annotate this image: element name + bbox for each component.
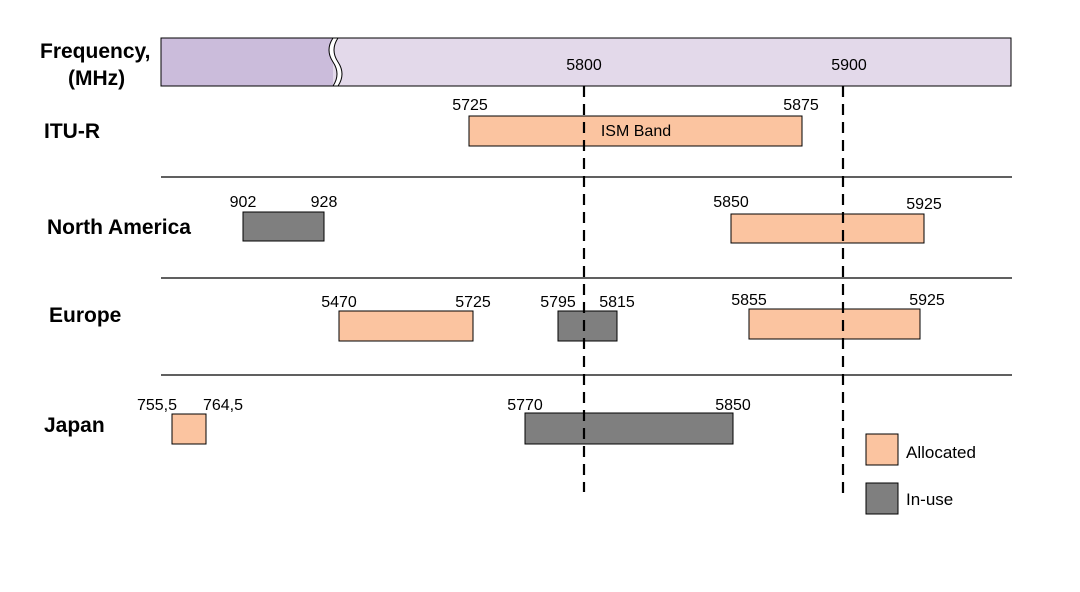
band-jp-mid-start: 5770 <box>507 397 543 414</box>
legend-swatch-in-use <box>865 482 899 515</box>
band-eu-mid <box>557 310 618 342</box>
band-jp-low-end: 764,5 <box>203 397 243 414</box>
band-eu-high-start: 5855 <box>731 292 767 309</box>
axis-label-line1: Frequency, <box>40 40 150 63</box>
band-na-high <box>730 213 925 244</box>
legend-label-in-use: In-use <box>906 490 953 509</box>
band-itu-ism-label: ISM Band <box>601 123 671 140</box>
band-eu-mid-start: 5795 <box>540 294 576 311</box>
axis-bar-dark <box>161 38 333 86</box>
band-jp-low <box>171 413 207 445</box>
band-na-high-start: 5850 <box>713 194 749 211</box>
axis-tick-5900: 5900 <box>831 57 867 74</box>
band-jp-mid <box>524 412 734 445</box>
frequency-axis <box>160 37 1012 87</box>
band-eu-mid-end: 5815 <box>599 294 635 311</box>
region-label-itu-r: ITU-R <box>44 120 100 143</box>
band-jp-mid-end: 5850 <box>715 397 751 414</box>
region-label-europe: Europe <box>49 304 121 327</box>
band-eu-high-end: 5925 <box>909 292 945 309</box>
band-na-low-end: 928 <box>311 194 338 211</box>
band-eu-low-end: 5725 <box>455 294 491 311</box>
band-itu-ism <box>468 115 803 147</box>
axis-label-line2: (MHz) <box>68 67 125 90</box>
band-na-low <box>242 211 325 242</box>
band-eu-low-start: 5470 <box>321 294 357 311</box>
legend: Allocated In-use <box>865 433 976 515</box>
band-eu-high <box>748 308 921 340</box>
band-jp-low-start: 755,5 <box>137 397 177 414</box>
region-label-japan: Japan <box>44 414 105 437</box>
legend-label-allocated: Allocated <box>906 443 976 462</box>
region-label-north-america: North America <box>47 216 191 239</box>
band-itu-ism-start: 5725 <box>452 97 488 114</box>
legend-swatch-allocated <box>865 433 899 466</box>
band-na-low-start: 902 <box>230 194 257 211</box>
band-na-high-end: 5925 <box>906 196 942 213</box>
band-itu-ism-end: 5875 <box>783 97 819 114</box>
axis-bar-outline <box>160 37 1012 87</box>
axis-tick-5800: 5800 <box>566 57 602 74</box>
band-eu-low <box>338 310 474 342</box>
